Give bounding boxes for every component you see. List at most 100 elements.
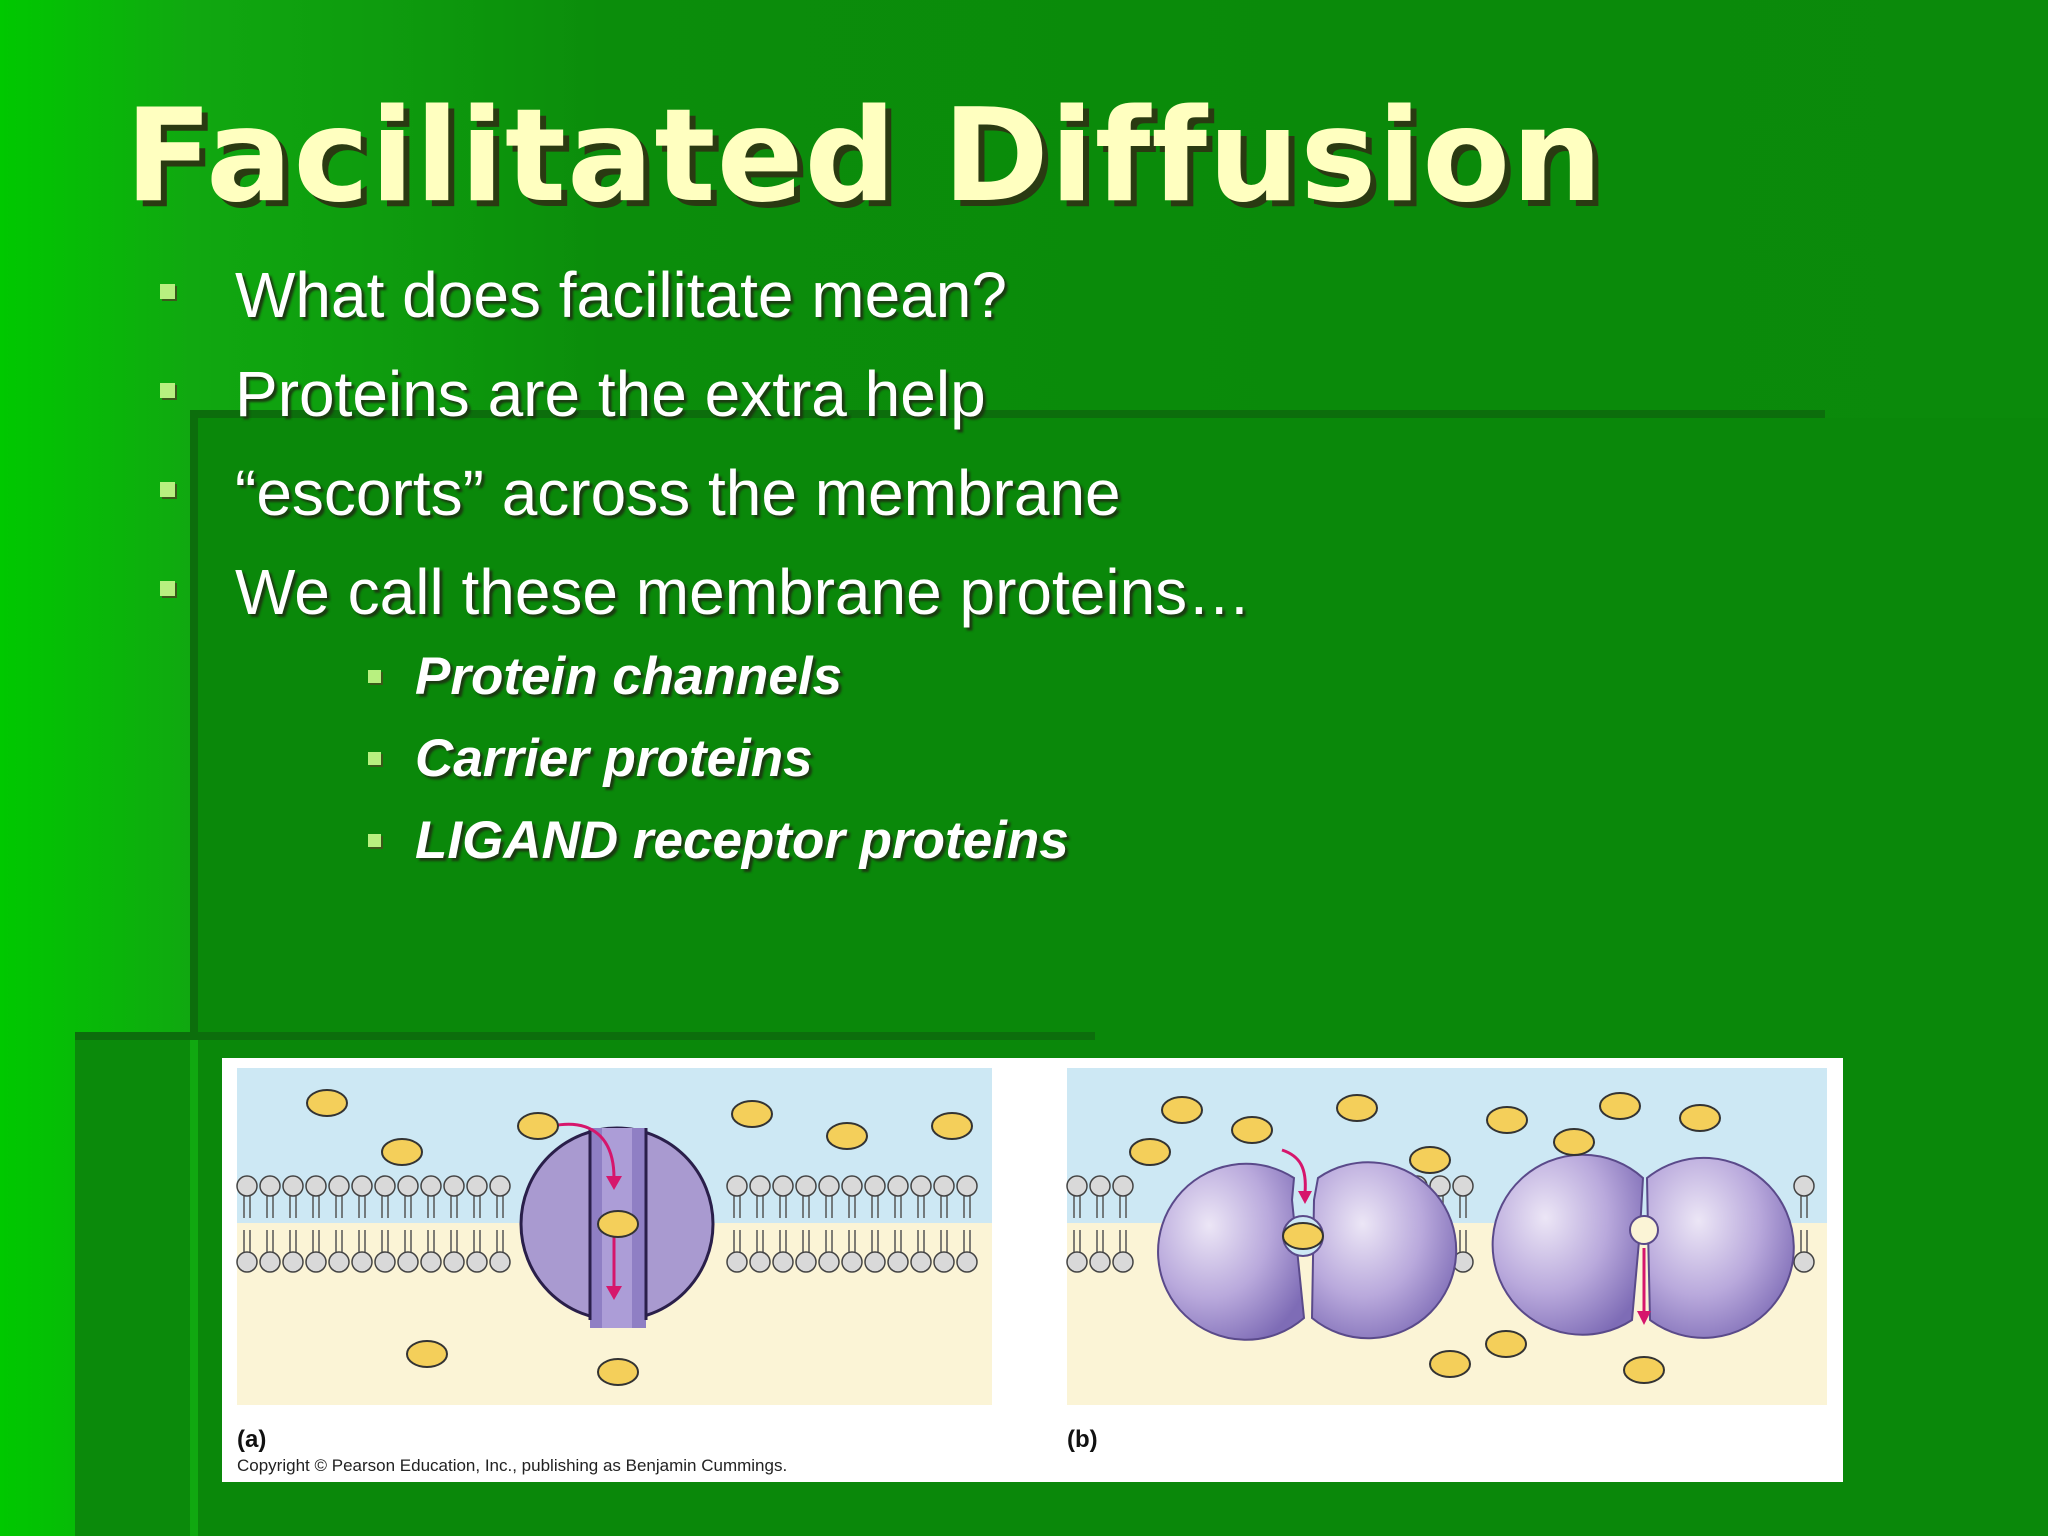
solute-molecule <box>826 1122 868 1150</box>
lipid-head <box>397 1175 419 1197</box>
lipid-head <box>726 1251 748 1273</box>
arrow-head <box>1637 1311 1651 1325</box>
solute-molecule <box>406 1340 448 1368</box>
sub-bullet-text: Carrier proteins <box>415 729 813 788</box>
lipid-head <box>466 1175 488 1197</box>
panel-outline-left <box>190 410 198 1040</box>
lipid-head <box>351 1251 373 1273</box>
lipid-head <box>374 1251 396 1273</box>
transport-arrow <box>1281 1148 1646 1313</box>
lipid-bilayer <box>236 1175 978 1273</box>
bullet-square-icon <box>368 752 381 765</box>
lipid-head <box>910 1251 932 1273</box>
lipid-head <box>259 1251 281 1273</box>
lipid-head <box>864 1251 886 1273</box>
lipid-head <box>841 1175 863 1197</box>
solute-molecule <box>1485 1330 1527 1358</box>
bullet-square-icon <box>160 284 175 299</box>
lipid-head <box>933 1175 955 1197</box>
panel-a-channel <box>236 1068 992 1405</box>
lipid-head <box>749 1251 771 1273</box>
solute-molecule <box>597 1358 639 1386</box>
lipid-head <box>956 1175 978 1197</box>
solute-molecules <box>306 1089 973 1386</box>
solute-molecule <box>1553 1128 1595 1156</box>
solute-molecule <box>931 1112 973 1140</box>
lipid-head <box>1089 1175 1111 1197</box>
lipid-head <box>1112 1175 1134 1197</box>
solute-molecule <box>1336 1094 1378 1122</box>
lipid-head <box>887 1251 909 1273</box>
solute-molecule <box>1161 1096 1203 1124</box>
bullet-text: Proteins are the extra help <box>235 358 986 430</box>
bullet-square-icon <box>160 383 175 398</box>
lipid-head <box>841 1251 863 1273</box>
lipid-head <box>956 1251 978 1273</box>
lipid-head <box>933 1251 955 1273</box>
carrier-protein-open-outside <box>1157 1161 1458 1341</box>
lipid-head <box>772 1251 794 1273</box>
bullet-square-icon <box>368 834 381 847</box>
solute-molecule <box>1429 1350 1471 1378</box>
bullet-text: What does facilitate mean? <box>235 259 1007 331</box>
solute-molecule <box>1231 1116 1273 1144</box>
bullet-square-icon <box>160 482 175 497</box>
solute-molecule <box>306 1089 348 1117</box>
lipid-head <box>818 1175 840 1197</box>
lipid-head <box>818 1251 840 1273</box>
solute-molecule <box>1129 1138 1171 1166</box>
solute-molecule <box>1599 1092 1641 1120</box>
lipid-head <box>1066 1251 1088 1273</box>
sub-bullet-text: LIGAND receptor proteins <box>415 811 1069 870</box>
lipid-head <box>726 1175 748 1197</box>
lipid-head <box>795 1251 817 1273</box>
bullet-square-icon <box>368 670 381 683</box>
solute-molecule <box>731 1100 773 1128</box>
lipid-head <box>1112 1251 1134 1273</box>
lipid-head <box>864 1175 886 1197</box>
lipid-head <box>305 1251 327 1273</box>
membrane-transport-figure: (a) (b) Copyright © Pearson Education, I… <box>222 1058 1843 1482</box>
figure-copyright: Copyright © Pearson Education, Inc., pub… <box>237 1456 788 1475</box>
background-panel-left-strip <box>75 1035 190 1536</box>
lipid-head <box>910 1175 932 1197</box>
arrow-head <box>606 1286 622 1300</box>
arrow-head <box>606 1176 622 1190</box>
solute-molecule <box>1486 1106 1528 1134</box>
lipid-head <box>282 1175 304 1197</box>
bullet-text: “escorts” across the membrane <box>235 457 1121 529</box>
panel-b-carrier <box>1066 1068 1827 1405</box>
lipid-head <box>887 1175 909 1197</box>
bullet-square-icon <box>160 581 175 596</box>
lipid-head <box>443 1175 465 1197</box>
lipid-head <box>489 1251 511 1273</box>
lipid-head <box>443 1251 465 1273</box>
solute-molecule <box>597 1210 639 1238</box>
carrier-protein-open-inside <box>1491 1153 1795 1339</box>
lipid-head <box>772 1175 794 1197</box>
membrane-diagram <box>236 1068 1827 1405</box>
lipid-head <box>259 1175 281 1197</box>
lipid-head <box>328 1175 350 1197</box>
lipid-head <box>397 1251 419 1273</box>
bullet-text: We call these membrane proteins… <box>235 556 1252 628</box>
sub-bullet-text: Protein channels <box>415 647 843 706</box>
figure-label-b: (b) <box>1067 1426 1098 1453</box>
lipid-head <box>1452 1175 1474 1197</box>
lipid-head <box>420 1175 442 1197</box>
lipid-head <box>795 1175 817 1197</box>
lipid-head <box>489 1175 511 1197</box>
slide-title: Facilitated Diffusion <box>125 82 1604 231</box>
solute-molecule <box>1679 1104 1721 1132</box>
solute-molecule <box>1623 1356 1665 1384</box>
solute-molecules <box>1129 1092 1721 1384</box>
lipid-head <box>282 1251 304 1273</box>
lipid-head <box>374 1175 396 1197</box>
lipid-head <box>305 1175 327 1197</box>
lipid-head <box>236 1175 258 1197</box>
lipid-head <box>1793 1251 1815 1273</box>
lipid-head <box>328 1251 350 1273</box>
solute-molecule <box>381 1138 423 1166</box>
solute-molecule <box>1409 1146 1451 1174</box>
lipid-head <box>236 1251 258 1273</box>
